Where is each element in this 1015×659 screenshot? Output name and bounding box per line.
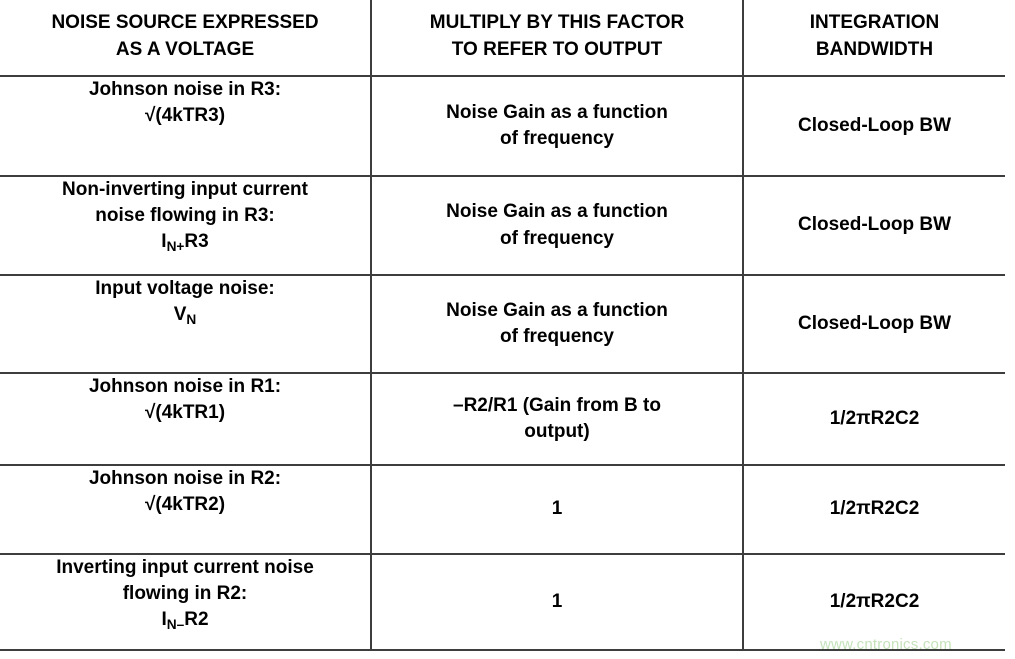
noise-source-description: Johnson noise in R3: bbox=[88, 79, 282, 100]
column-header-integration-bandwidth-line2: BANDWIDTH bbox=[815, 38, 934, 60]
multiply-factor-line2: of frequency bbox=[499, 128, 615, 149]
table-row: Inverting input current noise flowing in… bbox=[0, 554, 1005, 651]
multiply-factor-line1: Noise Gain as a function bbox=[446, 101, 668, 123]
cell-multiply-factor: Noise Gain as a function of frequency bbox=[371, 76, 744, 177]
column-header-integration-bandwidth: INTEGRATION BANDWIDTH bbox=[743, 0, 1005, 77]
cell-multiply-factor: Noise Gain as a function of frequency bbox=[371, 176, 744, 276]
cell-multiply-factor: –R2/R1 (Gain from B to output) bbox=[371, 373, 744, 466]
column-header-multiply-factor: MULTIPLY BY THIS FACTOR TO REFER TO OUTP… bbox=[371, 0, 744, 77]
multiply-factor-line1: Noise Gain as a function bbox=[446, 201, 668, 223]
cell-integration-bandwidth: 1/2πR2C2 bbox=[743, 554, 1005, 651]
site-watermark: www.cntronics.com bbox=[820, 636, 952, 653]
multiply-factor-line1: –R2/R1 (Gain from B to bbox=[453, 394, 661, 416]
multiply-factor-line1: Noise Gain as a function bbox=[446, 299, 668, 321]
cell-noise-source: Johnson noise in R2: √(4kTR2) bbox=[0, 465, 372, 555]
cell-multiply-factor: Noise Gain as a function of frequency bbox=[371, 275, 744, 374]
cell-noise-source: Non-inverting input current noise flowin… bbox=[0, 176, 372, 276]
noise-source-description: Johnson noise in R1: bbox=[88, 376, 282, 397]
noise-source-description-cont: flowing in R2: bbox=[122, 583, 248, 605]
multiply-factor-line2: of frequency bbox=[499, 227, 615, 249]
noise-source-expression: √(4kTR2) bbox=[0, 492, 370, 520]
cell-integration-bandwidth: 1/2πR2C2 bbox=[743, 465, 1005, 555]
noise-source-expression: √(4kTR1) bbox=[0, 400, 370, 428]
expression-base: √(4kTR1) bbox=[144, 402, 226, 424]
cell-integration-bandwidth: 1/2πR2C2 bbox=[743, 373, 1005, 466]
column-header-noise-source-line1: NOISE SOURCE EXPRESSED bbox=[51, 12, 319, 34]
table-row: Johnson noise in R1: √(4kTR1) –R2/R1 (Ga… bbox=[0, 373, 1005, 466]
noise-source-expression: √(4kTR3) bbox=[0, 103, 370, 131]
noise-source-expression: IN–R2 bbox=[0, 607, 370, 635]
cell-noise-source: Johnson noise in R3: √(4kTR3) bbox=[0, 76, 372, 177]
noise-source-expression: VN bbox=[0, 302, 370, 330]
noise-source-description: Johnson noise in R2: bbox=[88, 468, 282, 489]
cell-integration-bandwidth: Closed-Loop BW bbox=[743, 76, 1005, 177]
table-row: Non-inverting input current noise flowin… bbox=[0, 176, 1005, 276]
table-header: NOISE SOURCE EXPRESSED AS A VOLTAGE MULT… bbox=[0, 0, 1005, 77]
column-header-multiply-factor-line2: TO REFER TO OUTPUT bbox=[451, 38, 663, 60]
noise-source-description: Input voltage noise: bbox=[95, 278, 275, 299]
noise-source-description: Non-inverting input current bbox=[62, 179, 308, 200]
header-row: NOISE SOURCE EXPRESSED AS A VOLTAGE MULT… bbox=[0, 0, 1005, 77]
expression-base: I bbox=[161, 231, 167, 253]
table-row: Johnson noise in R3: √(4kTR3) Noise Gain… bbox=[0, 76, 1005, 177]
table-body: Johnson noise in R3: √(4kTR3) Noise Gain… bbox=[0, 76, 1005, 651]
expression-subscript: N+ bbox=[166, 239, 185, 255]
noise-source-description-cont: noise flowing in R3: bbox=[95, 205, 275, 227]
cell-integration-bandwidth: Closed-Loop BW bbox=[743, 275, 1005, 374]
noise-contributions-table: NOISE SOURCE EXPRESSED AS A VOLTAGE MULT… bbox=[0, 0, 1005, 651]
expression-tail: R3 bbox=[184, 231, 209, 253]
cell-multiply-factor: 1 bbox=[371, 465, 744, 555]
noise-source-description: Inverting input current noise bbox=[56, 557, 314, 578]
cell-noise-source: Input voltage noise: VN bbox=[0, 275, 372, 374]
multiply-factor-line2: output) bbox=[524, 421, 590, 442]
column-header-multiply-factor-line1: MULTIPLY BY THIS FACTOR bbox=[429, 12, 685, 34]
multiply-factor-line2: of frequency bbox=[499, 326, 615, 347]
expression-subscript: N bbox=[186, 312, 197, 328]
column-header-noise-source-line2: AS A VOLTAGE bbox=[115, 38, 255, 60]
cell-noise-source: Inverting input current noise flowing in… bbox=[0, 554, 372, 651]
column-header-integration-bandwidth-line1: INTEGRATION bbox=[809, 12, 940, 34]
expression-subscript: N– bbox=[166, 617, 185, 633]
expression-base: √(4kTR3) bbox=[144, 105, 226, 127]
table-row: Johnson noise in R2: √(4kTR2) 1 1/2πR2C2 bbox=[0, 465, 1005, 555]
expression-base: √(4kTR2) bbox=[144, 494, 226, 516]
column-header-noise-source: NOISE SOURCE EXPRESSED AS A VOLTAGE bbox=[0, 0, 372, 77]
table-row: Input voltage noise: VN Noise Gain as a … bbox=[0, 275, 1005, 374]
expression-tail: R2 bbox=[184, 609, 209, 631]
cell-multiply-factor: 1 bbox=[371, 554, 744, 651]
cell-integration-bandwidth: Closed-Loop BW bbox=[743, 176, 1005, 276]
expression-base: I bbox=[161, 609, 167, 631]
cell-noise-source: Johnson noise in R1: √(4kTR1) bbox=[0, 373, 372, 466]
noise-source-expression: IN+R3 bbox=[0, 229, 370, 257]
expression-base: V bbox=[173, 304, 187, 326]
